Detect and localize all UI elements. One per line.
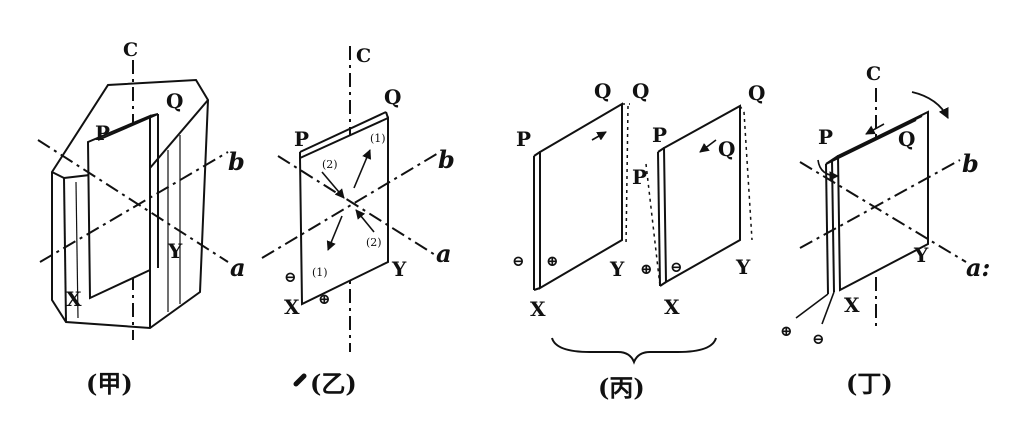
caption-jia: (甲) bbox=[86, 369, 133, 398]
plate-stack-edge bbox=[825, 155, 839, 165]
left-label-x: X bbox=[530, 297, 546, 321]
right-label-q-inner: Q bbox=[718, 137, 735, 161]
label-x: X bbox=[284, 295, 300, 319]
label-a: a bbox=[436, 239, 452, 268]
stray-mark bbox=[293, 373, 307, 387]
label-y: Y bbox=[167, 239, 183, 263]
arrow-1-down bbox=[326, 215, 343, 251]
lead-minus bbox=[821, 291, 835, 325]
a-axis bbox=[277, 155, 441, 259]
caption-ding: (丁) bbox=[846, 369, 893, 398]
right-label-y: Y bbox=[735, 255, 751, 279]
caption-bing: (丙) bbox=[598, 373, 645, 402]
lead-plus bbox=[795, 293, 829, 319]
label-q: Q bbox=[384, 85, 401, 109]
left-arrow bbox=[591, 131, 607, 141]
right-plate-edge bbox=[657, 151, 661, 287]
caption-yi: (乙) bbox=[310, 369, 357, 398]
panel-jia bbox=[37, 60, 229, 340]
plate-stack-edge bbox=[825, 163, 829, 295]
plate-stack-edge bbox=[825, 119, 917, 165]
crystal-edge bbox=[63, 177, 67, 323]
minus-sign: ⊖ bbox=[812, 330, 825, 348]
label-y: Y bbox=[391, 257, 407, 281]
rotation-arrow bbox=[911, 91, 949, 119]
right-minus: ⊖ bbox=[670, 258, 683, 276]
right-plus: ⊕ bbox=[640, 260, 653, 278]
label-y: Y bbox=[913, 243, 929, 267]
crystal-edge bbox=[51, 171, 65, 179]
right-label-p: P bbox=[652, 123, 667, 147]
label-p: P bbox=[294, 127, 309, 151]
right-plate-edge bbox=[657, 147, 665, 153]
right-label-q-outer: Q bbox=[632, 79, 649, 103]
label-c: C bbox=[356, 45, 371, 67]
plate-stack-edge bbox=[831, 159, 835, 293]
b-axis bbox=[261, 151, 441, 259]
label-x: X bbox=[66, 287, 82, 311]
b-axis bbox=[799, 159, 961, 249]
shear-arrow bbox=[865, 123, 885, 135]
label-num-2-top: (2) bbox=[322, 158, 338, 171]
slab-edge bbox=[149, 113, 159, 117]
right-plate bbox=[662, 104, 741, 284]
brace bbox=[551, 337, 717, 365]
rotation-arrow-left bbox=[817, 159, 839, 181]
arrow-2-in bbox=[321, 171, 345, 199]
left-label-y: Y bbox=[609, 257, 625, 281]
label-x: X bbox=[844, 293, 860, 317]
label-a: a: bbox=[966, 253, 990, 282]
right-label-p-prime: P bbox=[632, 165, 647, 189]
left-plate-edge bbox=[533, 287, 541, 291]
label-p: P bbox=[95, 121, 110, 145]
left-plate-edge bbox=[533, 151, 541, 157]
label-p: P bbox=[818, 125, 833, 149]
crystal-outline bbox=[51, 78, 210, 330]
label-b: b bbox=[438, 145, 455, 174]
panel-ding bbox=[795, 88, 967, 326]
label-num-1-bottom: (1) bbox=[312, 266, 328, 279]
label-a: a bbox=[230, 253, 246, 282]
arrow-1-up bbox=[353, 149, 372, 189]
panel-bing bbox=[533, 102, 753, 365]
minus-sign: ⊖ bbox=[284, 268, 297, 286]
label-c: C bbox=[866, 63, 881, 85]
left-label-q: Q bbox=[594, 79, 611, 103]
label-num-2-bottom: (2) bbox=[366, 236, 382, 249]
plus-sign: ⊕ bbox=[318, 290, 331, 308]
right-plate-edge bbox=[659, 281, 667, 287]
b-axis bbox=[39, 151, 229, 263]
crystal-face-line bbox=[75, 181, 79, 319]
plate-edge bbox=[385, 111, 389, 119]
right-label-q: Q bbox=[748, 81, 765, 105]
right-dotted bbox=[739, 105, 745, 113]
left-plus: ⊕ bbox=[546, 252, 559, 270]
right-arrow bbox=[699, 139, 717, 153]
label-q: Q bbox=[898, 127, 915, 151]
plate bbox=[298, 116, 389, 306]
crystal-edge bbox=[149, 99, 209, 169]
label-num-1-top: (1) bbox=[370, 132, 386, 145]
plate-edge bbox=[299, 111, 387, 153]
right-dotted bbox=[743, 111, 753, 241]
plus-sign: ⊕ bbox=[780, 322, 793, 340]
label-q: Q bbox=[166, 89, 183, 113]
left-label-p: P bbox=[516, 127, 531, 151]
arrow-2-in-lower bbox=[355, 209, 375, 233]
label-b: b bbox=[228, 147, 245, 176]
label-b: b bbox=[962, 149, 979, 178]
a-axis bbox=[37, 139, 229, 263]
right-label-x: X bbox=[664, 295, 680, 319]
slab bbox=[86, 114, 151, 300]
label-c: C bbox=[123, 39, 138, 61]
left-dotted bbox=[625, 105, 629, 247]
slab-edge bbox=[97, 113, 159, 141]
panel-yi bbox=[261, 46, 441, 352]
left-plate bbox=[539, 102, 623, 290]
a-axis bbox=[799, 161, 967, 263]
left-minus: ⊖ bbox=[512, 252, 525, 270]
